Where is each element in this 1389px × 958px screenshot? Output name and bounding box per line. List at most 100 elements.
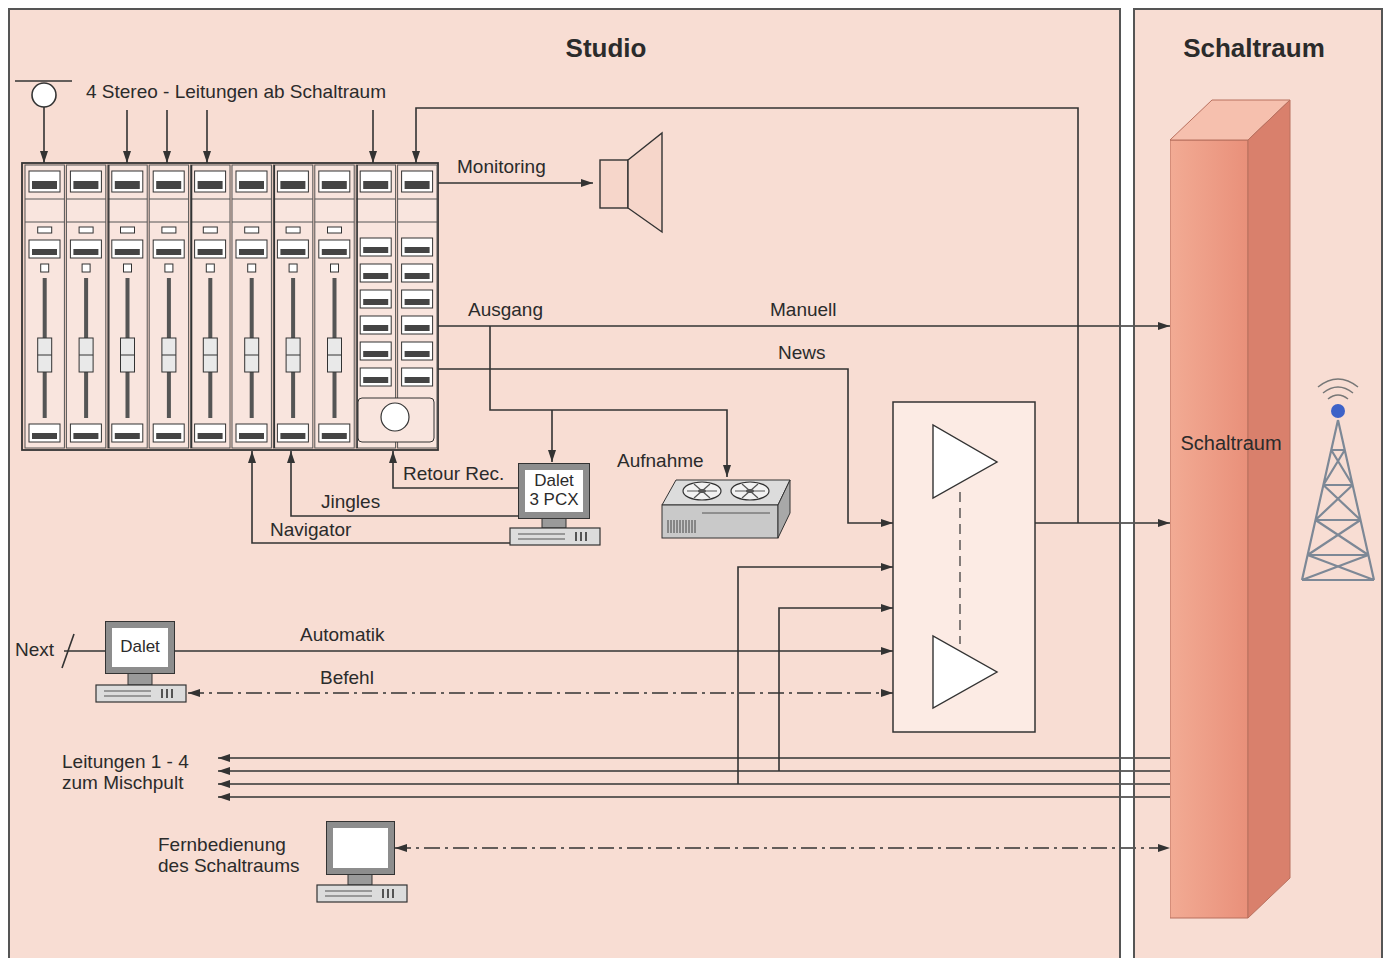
signal-label: Aufnahme [617,451,704,472]
console-button [153,424,184,442]
signal-line [1035,522,1170,524]
console-button-bar [156,433,181,439]
signal-line [438,182,593,184]
console-button-bar [239,249,264,255]
signal-line [490,326,727,477]
signal-label: News [778,343,826,364]
tape-side [778,480,790,538]
base-bars [576,532,586,541]
console-button-bar [198,181,223,189]
pillar-side [1248,100,1290,918]
console-button [319,240,350,258]
console-button-bar [363,299,388,305]
signal-label: Befehl [320,668,374,689]
base-lines [104,691,151,696]
console-button [402,342,433,360]
console-button-bar [32,181,57,189]
signal-line [438,369,893,523]
console-button-bar [405,299,430,305]
console-button-bar [405,351,430,357]
console-button-bar [73,181,98,189]
stereo-slash [62,634,74,668]
console-button [70,171,101,192]
switcher-box [893,402,1035,732]
console-button [112,171,143,192]
console-button [402,264,433,282]
signal-line [291,451,520,516]
loudspeaker-cone [628,133,662,232]
console-divider [398,222,437,223]
console-led [245,227,259,233]
console-divider [232,222,271,223]
console-strip [191,165,230,448]
console-led [286,227,300,233]
console-divider [149,199,188,200]
base-bars [383,889,393,898]
console-button [277,424,308,442]
microphone-symbol [32,83,56,107]
computer-monitor: Dalet [106,622,174,673]
computer-base [510,528,600,545]
signal-label: Leitungen 1 - 4 zum Mischpult [62,752,212,794]
console-button-bar [405,247,430,253]
tape-vents [668,520,695,533]
console-button [195,171,226,192]
base-bars [162,689,172,698]
console-strip [149,165,188,448]
fader-knob [79,338,93,372]
signal-line [206,110,208,163]
tape-reel [683,482,721,500]
base-lines [325,891,372,896]
console-divider [25,199,64,200]
console-button-bar [363,351,388,357]
console-group-divider [274,165,275,448]
console-divider [66,199,105,200]
console-divider [398,199,437,200]
signal-label: Jingles [321,492,380,513]
monitor-stand [348,874,372,885]
console-button-bar [322,181,347,189]
signal-line [218,783,1170,785]
amplifier-symbol [933,636,997,708]
monitor-stand [542,518,566,528]
signal-label: Ausgang [468,300,543,321]
monitor-stand [128,673,152,685]
console-led [41,264,49,272]
signal-label: Manuell [770,300,837,321]
fader-mark [162,355,176,356]
console-button [236,424,267,442]
console-button-bar [198,433,223,439]
signal-line [126,110,128,163]
console-button [319,171,350,192]
signal-line [252,451,510,543]
signal-line [175,650,893,652]
console-button [153,171,184,192]
console-button [153,240,184,258]
pillar-label: Schaltraum [1180,432,1281,455]
console-button-bar [32,433,57,439]
console-divider [273,222,312,223]
console-button [402,316,433,334]
fader-mark [121,355,135,356]
console-button [360,264,391,282]
console-button [236,171,267,192]
signal-line [166,110,168,163]
signal-line [551,410,553,462]
console-button-bar [405,377,430,383]
console-strip [232,165,271,448]
fader-mark [286,355,300,356]
console-button-bar [405,181,430,189]
tape-recorder [662,480,790,538]
console-button [360,368,391,386]
console-led [38,227,52,233]
console-button-bar [363,273,388,279]
signal-label: Navigator [270,520,351,541]
console-button-bar [156,181,181,189]
console-led [79,227,93,233]
console-divider [191,199,230,200]
console-button [112,424,143,442]
reel-spokes [687,484,717,498]
fader-knob [328,338,342,372]
loudspeaker-body [600,160,628,208]
console-button [112,240,143,258]
